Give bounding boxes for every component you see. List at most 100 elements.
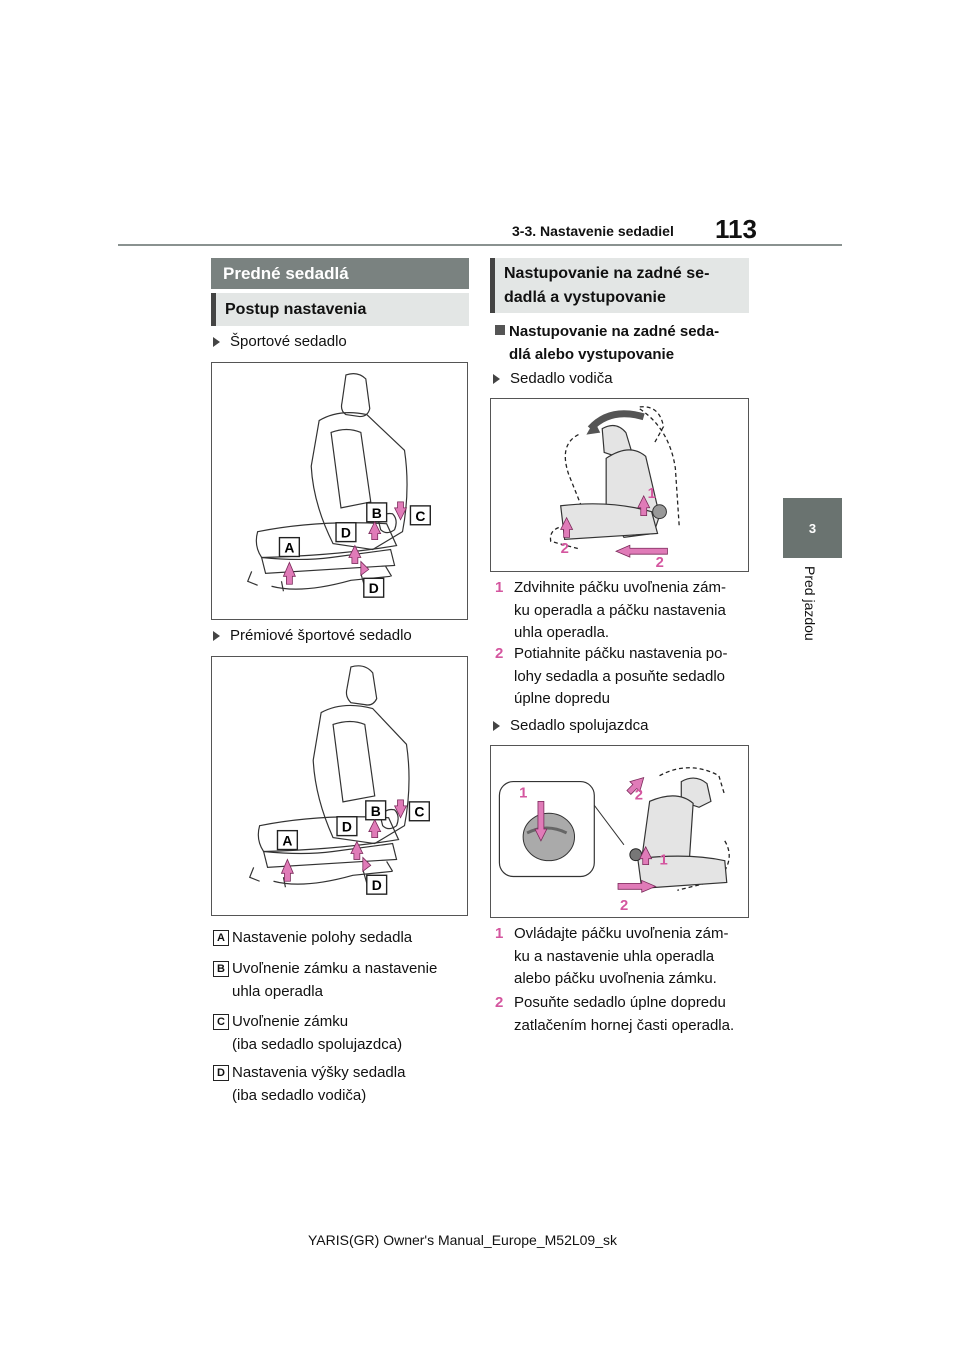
subtitle-text: Postup nastavenia: [225, 300, 367, 318]
section-label: 3-3. Nastavenie sedadiel: [512, 223, 674, 239]
legend-item-c: C Uvoľnenie zámku (iba sedadlo spolujazd…: [213, 1010, 402, 1056]
bullet-text: Prémiové športové sedadlo: [230, 627, 412, 644]
label-d: D: [341, 525, 351, 541]
legend-letter-box: C: [213, 1014, 229, 1030]
title-line: dadlá a vystupovanie: [504, 288, 666, 306]
page-number: 113: [715, 214, 757, 244]
label-box: [276, 829, 299, 851]
legend-text-cont: (iba sedadlo spolujazdca): [232, 1036, 403, 1053]
label-box: [335, 522, 357, 543]
legend-text: Nastavenie polohy sedadla: [232, 929, 413, 946]
label-a: A: [284, 540, 294, 556]
label-box: [366, 502, 388, 523]
triangle-bullet-icon: [493, 373, 500, 384]
triangle-bullet-icon: [493, 720, 500, 731]
figure-sport-seat: B C D A D: [211, 362, 468, 620]
legend-letter: A: [217, 931, 225, 944]
bullet-text: Sedadlo spolujazdca: [510, 717, 649, 734]
square-bullet-icon: [495, 325, 505, 335]
label-a: A: [282, 833, 292, 849]
step-text: Posuňte sedadlo úplne dopredu: [514, 994, 726, 1011]
legend-item-a: A Nastavenie polohy sedadla: [213, 926, 412, 949]
legend-letter: B: [217, 962, 225, 975]
step-text: Zdvihnite páčku uvoľnenia zám-: [514, 579, 726, 596]
label-box: [336, 816, 358, 837]
step-number: 2: [495, 645, 504, 662]
legend-text-cont: uhla operadla: [232, 983, 323, 1000]
section-title-front-seats: Predné sedadlá: [211, 258, 469, 289]
seat-illustration: 1 2 2: [549, 406, 680, 571]
step-label-2b: 2: [656, 555, 664, 571]
title-line: Nastupovanie na zadné se-: [504, 265, 710, 283]
page-footer: YARIS(GR) Owner's Manual_Europe_M52L09_s…: [308, 1232, 617, 1248]
subtitle-adjustment: Postup nastavenia: [211, 293, 469, 326]
arrow-icons: [534, 777, 657, 893]
step-label-2: 2: [635, 787, 643, 803]
arrow-icons: [282, 501, 408, 585]
heading-line: Nastupovanie na zadné seda-: [509, 323, 720, 340]
chapter-title: Pred jazdou: [802, 566, 818, 641]
arrow-icons: [280, 799, 408, 882]
step-number: 1: [495, 579, 504, 596]
triangle-bullet-icon: [213, 336, 220, 347]
legend-text: Nastavenia výšky sedadla: [232, 1064, 406, 1081]
seat-illustration: B C D A D: [246, 373, 431, 598]
bullet-text: Športové sedadlo: [230, 333, 347, 350]
label-box: [278, 536, 301, 558]
label-box: [365, 800, 387, 821]
legend-letter-box: D: [213, 1065, 229, 1081]
label-box: [363, 577, 385, 598]
heading-line: dlá alebo vystupovanie: [509, 346, 675, 363]
step-number: 2: [495, 994, 504, 1011]
step-text: Potiahnite páčku nastavenia po-: [514, 645, 728, 662]
legend-item-d: D Nastavenia výšky sedadla (iba sedadlo …: [213, 1061, 405, 1107]
step-text: ku a nastavenie uhla operadla: [514, 947, 715, 965]
seat-illustration: 1 2 1 2: [498, 767, 730, 914]
label-b: B: [372, 505, 382, 521]
step-label-1: 1: [648, 486, 656, 502]
label-box: [366, 874, 388, 895]
seat-illustration: B C D A D: [248, 665, 430, 895]
legend-text-cont: (iba sedadlo vodiča): [232, 1087, 367, 1104]
step-label-2: 2: [561, 541, 569, 557]
heading-rear-access: Nastupovanie na zadné seda- dlá alebo vy…: [495, 320, 755, 366]
driver-step-1: 1 Zdvihnite páčku uvoľnenia zám- ku oper…: [495, 577, 757, 645]
label-box: [408, 801, 430, 822]
step-text: alebo páčku uvoľnenia zámku.: [514, 970, 717, 987]
step-text: zatlačením hornej časti operadla.: [514, 1016, 735, 1034]
arrow-icons: [560, 494, 668, 558]
step-number: 1: [495, 925, 504, 942]
section-title-rear-access: Nastupovanie na zadné se- dadlá a vystup…: [490, 258, 749, 313]
passenger-step-2: 2 Posuňte sedadlo úplne dopredu zatlačen…: [495, 992, 757, 1037]
label-c: C: [415, 508, 425, 524]
driver-step-2: 2 Potiahnite páčku nastavenia po- lohy s…: [495, 643, 757, 711]
step-text: lohy sedadla a posuňte sedadlo: [514, 667, 725, 685]
legend-item-b: B Uvoľnenie zámku a nastavenie uhla oper…: [213, 957, 437, 1003]
passenger-step-1: 1 Ovládajte páčku uvoľnenia zám- ku a na…: [495, 923, 757, 991]
bullet-sport-seat: Športové sedadlo: [213, 333, 347, 350]
step-label-1: 1: [519, 785, 527, 801]
legend-letter-box: A: [213, 930, 229, 946]
chapter-tab: 3: [783, 498, 842, 558]
step-text: ku operadla a páčku nastavenia: [514, 601, 726, 619]
legend-text: Uvoľnenie zámku a nastavenie: [232, 960, 438, 977]
legend-letter: C: [217, 1015, 225, 1028]
label-b: B: [371, 803, 381, 819]
bullet-premium-seat: Prémiové športové sedadlo: [213, 627, 412, 644]
triangle-bullet-icon: [213, 630, 220, 641]
label-d-lower: D: [372, 877, 382, 893]
label-c: C: [414, 804, 424, 820]
step-text: Ovládajte páčku uvoľnenia zám-: [514, 925, 729, 942]
figure-driver-seat: 1 2 2: [490, 398, 749, 572]
step-label-2b: 2: [620, 898, 628, 914]
section-title-text: Predné sedadlá: [223, 263, 349, 283]
legend-text: Uvoľnenie zámku: [232, 1013, 349, 1030]
bullet-text: Sedadlo vodiča: [510, 370, 613, 387]
bullet-driver-seat: Sedadlo vodiča: [493, 370, 613, 387]
label-d: D: [342, 819, 352, 835]
label-d-lower: D: [369, 580, 379, 596]
legend-letter-box: B: [213, 961, 229, 977]
legend-letter: D: [217, 1066, 225, 1079]
chapter-number: 3: [808, 520, 817, 536]
bullet-passenger-seat: Sedadlo spolujazdca: [493, 717, 648, 734]
